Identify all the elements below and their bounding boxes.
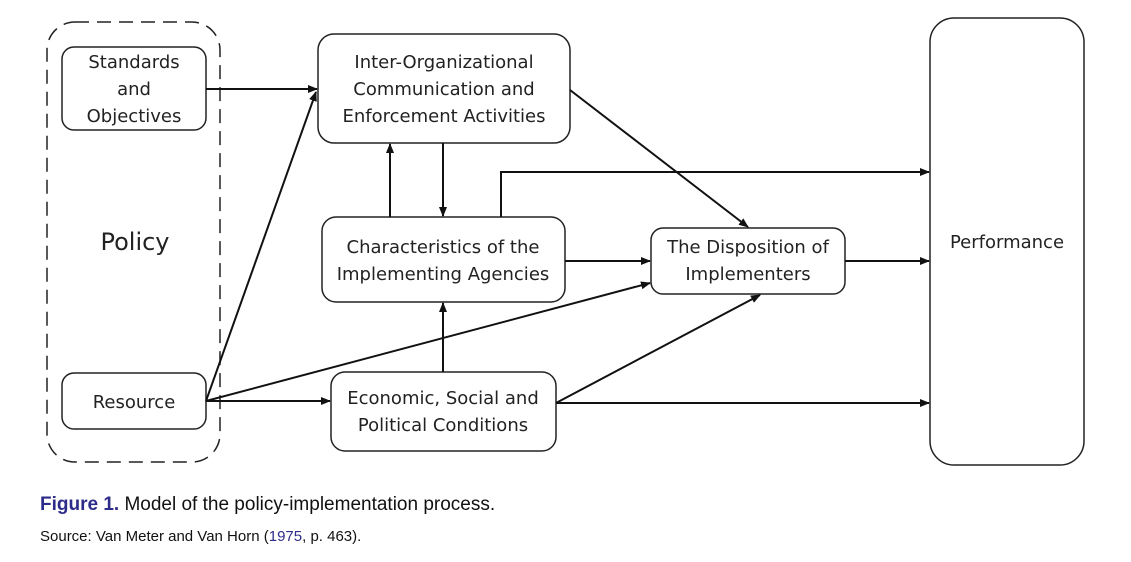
conditions-line-1: Economic, Social and — [347, 388, 539, 409]
arrow-conditions-to-disposition — [555, 294, 761, 404]
source-year-link[interactable]: 1975 — [268, 528, 303, 545]
policy-implementation-diagram: Standards and Objectives Policy Resource… — [46, 17, 1085, 466]
disposition-line-2: Implementers — [685, 264, 810, 285]
arrow-resource-to-interorg — [205, 91, 317, 402]
disposition-line-1: The Disposition of — [666, 237, 829, 258]
characteristics-line-1: Characteristics of the — [347, 237, 540, 258]
disposition-box: The Disposition of Implementers — [650, 227, 846, 295]
conditions-box: Economic, Social and Political Condition… — [330, 371, 557, 452]
resource-box: Resource — [61, 372, 207, 430]
arrows — [205, 85, 930, 407]
inter-org-line-2: Communication and — [353, 79, 534, 100]
standards-line-3: Objectives — [87, 106, 182, 127]
performance-box: Performance — [929, 17, 1085, 466]
caption-text: Model of the policy-implementation proce… — [119, 494, 496, 515]
conditions-line-2: Political Conditions — [358, 415, 528, 436]
inter-org-line-3: Enforcement Activities — [342, 106, 545, 127]
source-prefix: Source: Van Meter and Van Horn ( — [40, 528, 269, 545]
characteristics-box: Characteristics of the Implementing Agen… — [321, 216, 566, 303]
inter-org-box: Inter-Organizational Communication and E… — [317, 33, 571, 144]
resource-label: Resource — [93, 392, 176, 413]
figure-label: Figure 1. — [40, 494, 120, 515]
policy-label: Policy — [100, 228, 169, 256]
arrow-resource-to-disposition — [205, 281, 651, 402]
source-suffix: , p. 463). — [302, 528, 362, 545]
figure-caption: Figure 1. Model of the policy-implementa… — [40, 494, 495, 516]
performance-label: Performance — [950, 232, 1064, 253]
standards-line-2: and — [117, 79, 151, 100]
inter-org-line-1: Inter-Organizational — [354, 52, 533, 73]
arrow-characteristics-to-performance — [500, 168, 930, 217]
standards-box: Standards and Objectives — [61, 46, 207, 131]
policy-group-border — [46, 21, 221, 463]
characteristics-line-2: Implementing Agencies — [337, 264, 550, 285]
arrow-interorg-to-disposition — [569, 89, 749, 228]
figure-source: Source: Van Meter and Van Horn (1975, p.… — [40, 528, 361, 545]
standards-line-1: Standards — [88, 52, 179, 73]
